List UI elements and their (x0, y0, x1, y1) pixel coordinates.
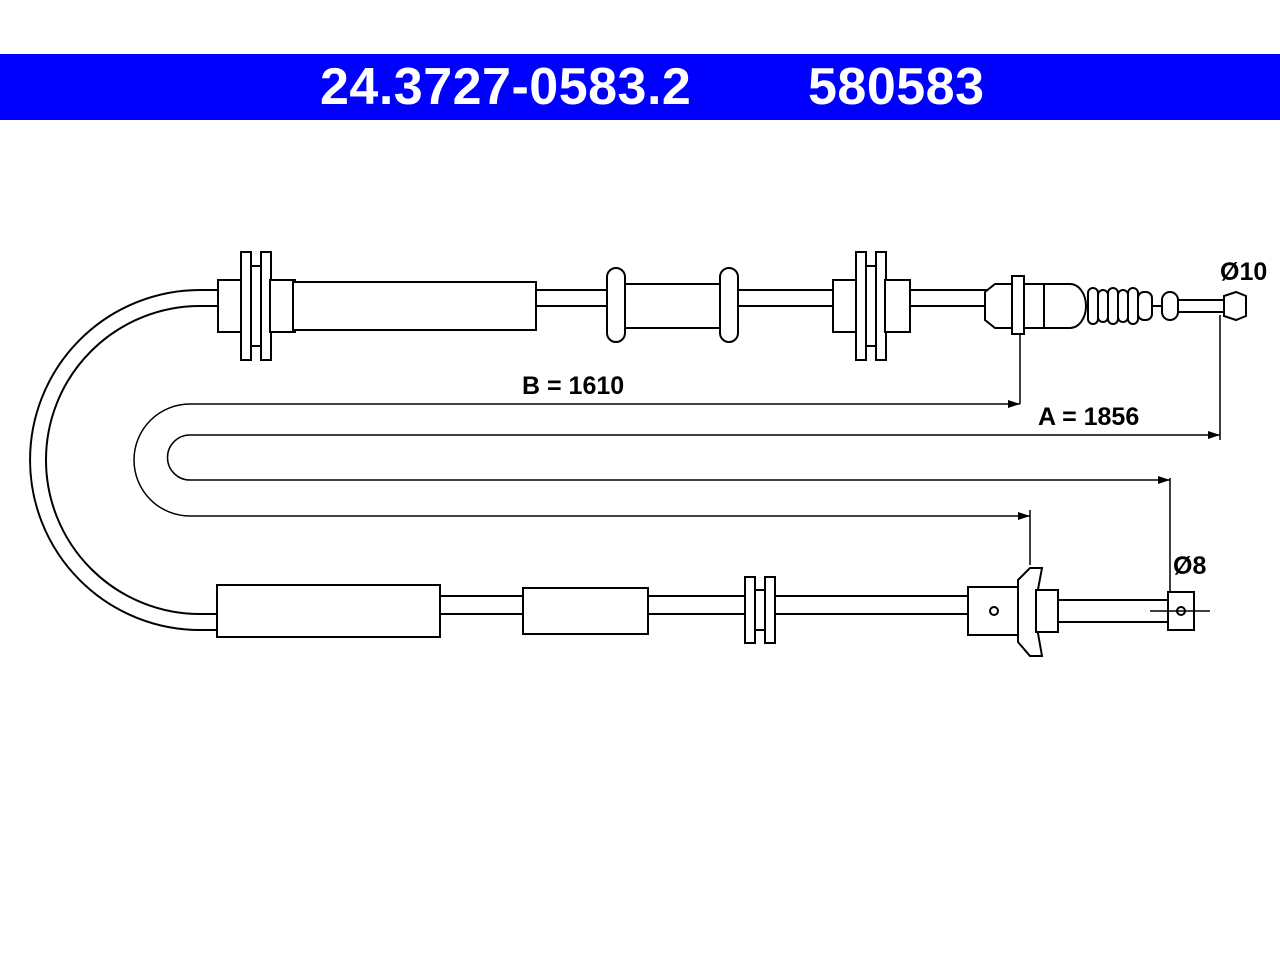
cable-sheath (29, 289, 1000, 631)
dimension-loops (133, 315, 1221, 592)
header-bar: 24.3727-0583.2 580583 (0, 54, 1280, 120)
diameter-bottom-label: Ø8 (1173, 552, 1206, 580)
dimension-a-label: A = 1856 (1038, 403, 1139, 431)
dimension-b-label: B = 1610 (522, 372, 624, 400)
bottom-fitting (216, 567, 1210, 657)
top-fitting (217, 251, 911, 361)
top-end-fitting (984, 275, 1247, 335)
part-number: 24.3727-0583.2 (320, 58, 692, 116)
diameter-top-label: Ø10 (1220, 258, 1267, 286)
reference-number: 580583 (808, 58, 985, 116)
